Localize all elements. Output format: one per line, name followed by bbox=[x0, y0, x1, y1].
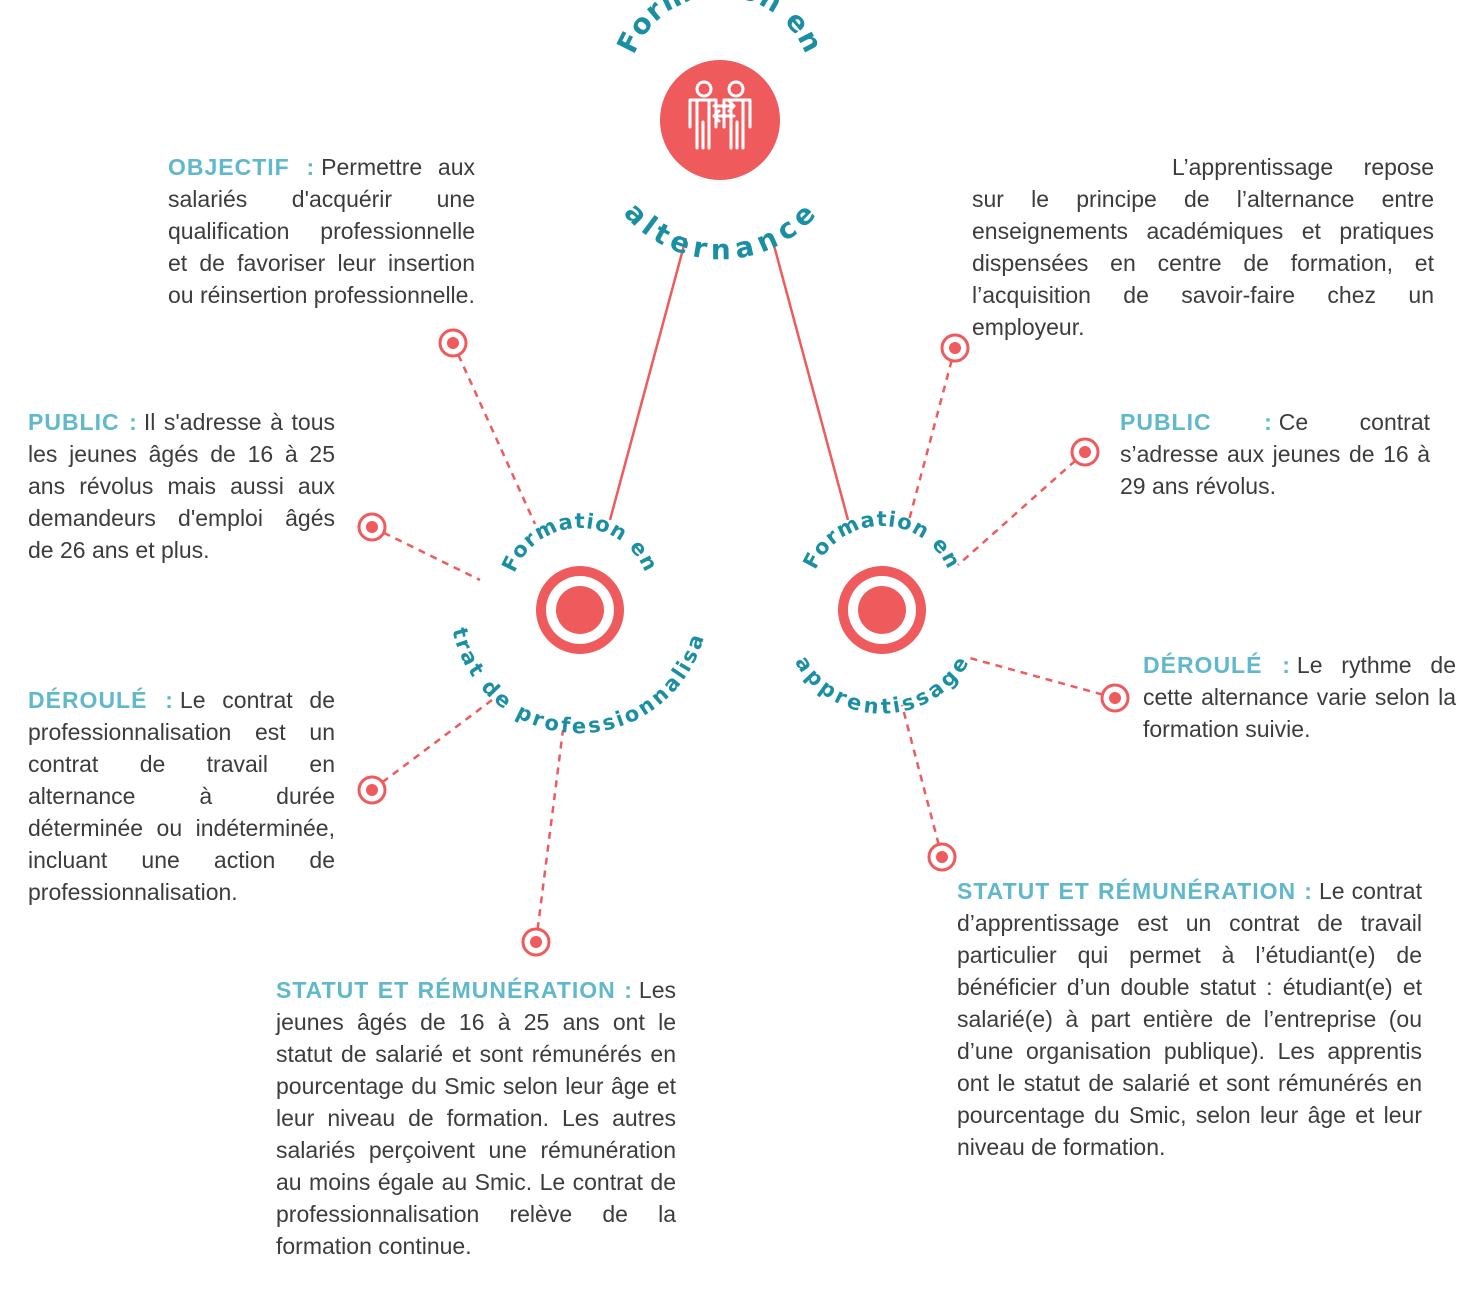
svg-text:Formation en: Formation en bbox=[610, 0, 829, 58]
app-statut-label: STATUT ET RÉMUNÉRATION : bbox=[957, 878, 1313, 904]
app-statut-text: Le contrat d’apprentissage est un contra… bbox=[957, 878, 1422, 1160]
dot-app-public bbox=[1070, 437, 1100, 467]
connector-main-to-pro bbox=[608, 237, 688, 521]
dot-app-statut bbox=[927, 842, 957, 872]
main-node: Formation en alternance bbox=[610, 0, 829, 267]
pro-node: Formation en contrat de professionnalisa… bbox=[0, 0, 708, 738]
app-public-block: PUBLIC :Ce contrat s’adresse aux jeunes … bbox=[1120, 406, 1430, 502]
target-icon bbox=[838, 566, 926, 654]
pro-node-title-top: Formation en bbox=[497, 509, 662, 576]
dashed-link-pro-public bbox=[371, 525, 481, 582]
svg-text:apprentissage: apprentissage bbox=[790, 651, 973, 718]
dashed-link-pro-statut bbox=[534, 729, 565, 943]
main-node-title-bottom: alternance bbox=[618, 196, 822, 267]
pro-statut-block: STATUT ET RÉMUNÉRATION :Les jeunes âgés … bbox=[276, 974, 676, 1262]
main-node-title-top: Formation en bbox=[610, 0, 828, 58]
dot-pro-objectif bbox=[438, 328, 468, 358]
app-deroule-text: Le rythme de cette alternance varie selo… bbox=[1143, 652, 1456, 742]
dot-app-intro bbox=[940, 333, 970, 363]
pro-statut-label: STATUT ET RÉMUNÉRATION : bbox=[276, 977, 633, 1003]
pro-deroule-label: DÉROULÉ : bbox=[28, 687, 174, 713]
app-node-title-top: Formation en bbox=[798, 507, 964, 573]
dot-pro-deroule bbox=[357, 775, 387, 805]
svg-text:Formation en: Formation en bbox=[798, 507, 965, 573]
app-node-title-bottom: apprentissage bbox=[790, 651, 972, 718]
app-intro-block: L’apprentissage repose sur le principe d… bbox=[972, 151, 1434, 343]
dot-pro-statut bbox=[521, 927, 551, 957]
pro-public-label: PUBLIC : bbox=[28, 409, 138, 435]
app-public-text: Ce contrat s’adresse aux jeunes de 16 à … bbox=[1120, 409, 1430, 499]
pro-objectif-text: Permettre aux salariés d'acquérir une qu… bbox=[168, 154, 476, 308]
app-intro-text: L’apprentissage repose sur le principe d… bbox=[972, 154, 1434, 340]
pro-statut-text: Les jeunes âgés de 16 à 25 ans ont le st… bbox=[276, 977, 676, 1259]
pro-deroule-text: Le contrat de professionnalisation est u… bbox=[28, 687, 336, 905]
two-people-exchange-icon bbox=[688, 80, 752, 150]
app-statut-block: STATUT ET RÉMUNÉRATION :Le contrat d’app… bbox=[957, 875, 1422, 1163]
pro-public-text: Il s'adresse à tous les jeunes âgés de 1… bbox=[28, 409, 335, 563]
dashed-link-app-deroule bbox=[965, 655, 1116, 700]
pro-objectif-label: OBJECTIF : bbox=[168, 154, 316, 180]
dashed-link-pro-objectif bbox=[451, 342, 537, 525]
pro-deroule-block: DÉROULÉ :Le contrat de professionnalisat… bbox=[28, 684, 335, 908]
svg-text:Formation en: Formation en bbox=[497, 509, 663, 576]
dashed-link-app-public bbox=[957, 451, 1086, 566]
pro-public-block: PUBLIC :Il s'adresse à tous les jeunes â… bbox=[28, 406, 335, 566]
dashed-link-pro-deroule bbox=[371, 699, 493, 791]
app-deroule-label: DÉROULÉ : bbox=[1143, 652, 1291, 678]
dashed-link-app-statut bbox=[900, 704, 944, 858]
svg-text:alternance: alternance bbox=[618, 196, 824, 267]
app-node: Formation en apprentissage bbox=[790, 507, 973, 719]
dot-pro-public bbox=[357, 512, 387, 542]
pro-objectif-block: OBJECTIF :Permettre aux salariés d'acqué… bbox=[168, 151, 475, 311]
app-public-label: PUBLIC : bbox=[1120, 409, 1273, 435]
connector-main-to-app bbox=[770, 237, 850, 521]
app-deroule-block: DÉROULÉ :Le rythme de cette alternance v… bbox=[1143, 649, 1456, 745]
target-icon bbox=[536, 566, 624, 654]
endpoint-dots bbox=[357, 328, 1130, 957]
dot-app-deroule bbox=[1100, 683, 1130, 713]
dashed-link-app-intro bbox=[906, 347, 957, 525]
